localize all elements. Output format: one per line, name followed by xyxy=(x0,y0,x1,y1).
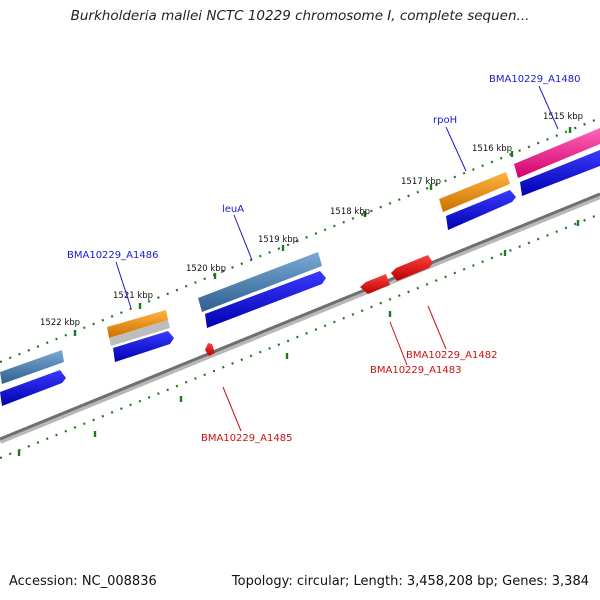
gene-label-1480[interactable]: BMA10229_A1480 xyxy=(489,74,580,85)
callout-leuA xyxy=(233,214,253,261)
feature-1485[interactable] xyxy=(205,343,215,356)
cds-left[interactable] xyxy=(0,370,66,406)
callout-lines xyxy=(115,85,559,432)
feature-grey-1486 xyxy=(109,320,170,346)
callout-1480 xyxy=(538,85,559,130)
major-ticks xyxy=(17,127,580,456)
gene-label-1482[interactable]: BMA10229_A1482 xyxy=(406,350,497,361)
gene-label-1486[interactable]: BMA10229_A1486 xyxy=(67,250,158,261)
feature-trna-1486[interactable] xyxy=(107,310,168,338)
scale-label-1518: 1518 kbp xyxy=(330,207,370,217)
scale-labels: 1515 kbp 1516 kbp 1517 kbp 1518 kbp 1519… xyxy=(40,112,583,328)
map-title: Burkholderia mallei NCTC 10229 chromosom… xyxy=(70,8,530,24)
cds-rpoH[interactable] xyxy=(446,190,516,230)
cds-leuA[interactable] xyxy=(205,271,326,328)
callout-1485 xyxy=(222,386,242,432)
feature-trna-rpoH[interactable] xyxy=(439,172,510,212)
callout-1482 xyxy=(427,305,447,350)
gene-label-leuA[interactable]: leuA xyxy=(222,204,244,215)
gene-label-1483[interactable]: BMA10229_A1483 xyxy=(370,365,461,376)
feature-rrna-leuA[interactable] xyxy=(198,252,322,312)
callout-1483 xyxy=(389,321,408,366)
reverse-features xyxy=(205,255,433,356)
gene-label-rpoH[interactable]: rpoH xyxy=(433,115,457,126)
outer-scale-track xyxy=(0,116,600,364)
scale-label-1517: 1517 kbp xyxy=(401,177,441,187)
scale-label-1515: 1515 kbp xyxy=(543,112,583,122)
feature-1482[interactable] xyxy=(391,255,433,281)
feature-misc-1480[interactable] xyxy=(514,128,600,178)
accession-text: Accession: NC_008836 xyxy=(9,574,157,589)
backbone-shadow xyxy=(0,193,600,444)
cds-1486[interactable] xyxy=(113,331,174,362)
gene-label-1485[interactable]: BMA10229_A1485 xyxy=(201,433,292,444)
scale-label-1521: 1521 kbp xyxy=(113,291,153,301)
scale-label-1519: 1519 kbp xyxy=(258,235,298,245)
forward-cds xyxy=(0,150,600,406)
callout-rpoH xyxy=(445,126,467,172)
scale-label-1522: 1522 kbp xyxy=(40,318,80,328)
scale-label-1520: 1520 kbp xyxy=(186,264,226,274)
feature-rrna-left[interactable] xyxy=(0,350,64,384)
scale-label-1516: 1516 kbp xyxy=(472,144,512,154)
cds-1480[interactable] xyxy=(520,150,600,196)
forward-features xyxy=(0,128,600,384)
topology-text: Topology: circular; Length: 3,458,208 bp… xyxy=(231,574,589,589)
backbone xyxy=(0,192,600,441)
callout-1486 xyxy=(115,261,132,309)
feature-1483[interactable] xyxy=(360,274,390,294)
gene-labels: BMA10229_A1480 rpoH leuA BMA10229_A1486 … xyxy=(67,74,580,444)
